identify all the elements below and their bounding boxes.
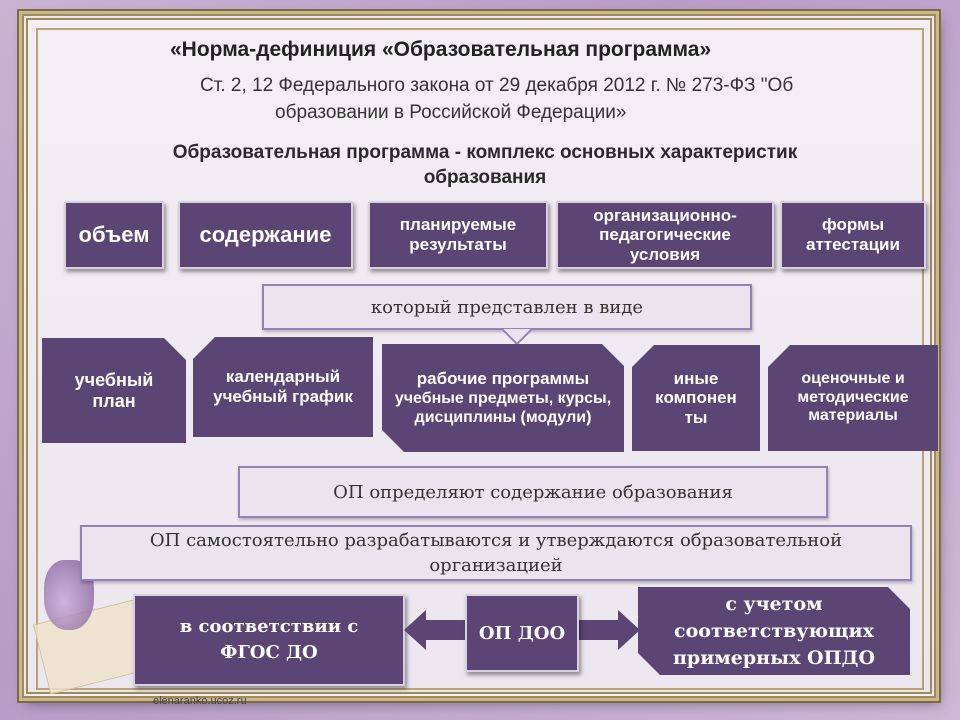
component-work-programs: рабочие программы учебные предметы, курс… (382, 344, 624, 452)
component-other: иные компонен ты (632, 345, 760, 451)
subtitle-line-1: Ст. 2, 12 Федерального закона от 29 дека… (200, 75, 794, 96)
heading-line-1: Образовательная программа - комплекс осн… (172, 142, 798, 163)
definition-heading: Образовательная программа - комплекс осн… (60, 140, 910, 190)
component-curriculum: учебный план (42, 338, 186, 443)
component-assessment-materials: оценочные и методические материалы (768, 345, 938, 451)
component-schedule: календарный учебный график (193, 337, 373, 437)
characteristic-content: содержание (178, 201, 353, 269)
heading-line-2: образования (423, 167, 547, 188)
work-programs-title: рабочие программы (416, 368, 590, 388)
fgos-compliance-box: в соответствии с ФГОС ДО (133, 594, 405, 686)
source-url: elenaranko.ucoz.ru (153, 695, 247, 707)
slide-title: «Норма-дефиниция «Образовательная програ… (170, 38, 712, 61)
statement-content: ОП определяют содержание образования (238, 466, 828, 518)
subtitle-line-2: образовании в Российской Федерации» (275, 102, 627, 123)
characteristic-results: планируемые результаты (368, 201, 548, 269)
example-programs-box: с учетом соответствующих примерных ОПДО (638, 587, 910, 675)
statement-developed-line-1: ОП самостоятельно разрабатываются и утве… (149, 530, 843, 551)
statement-developed: ОП самостоятельно разрабатываются и утве… (80, 525, 912, 581)
statement-developed-line-2: организацией (429, 555, 563, 576)
callout-pointer (499, 328, 535, 346)
work-programs-detail: учебные предметы, курсы, дисциплины (мод… (394, 390, 612, 426)
characteristic-conditions: организационно-педагогические условия (556, 201, 774, 269)
op-doo-box: ОП ДОО (465, 594, 579, 672)
characteristic-volume: объем (64, 201, 164, 269)
characteristic-assessment: формы аттестации (780, 201, 926, 269)
represented-as-callout: который представлен в виде (262, 284, 752, 330)
slide-subtitle: Ст. 2, 12 Федерального закона от 29 дека… (200, 72, 890, 126)
